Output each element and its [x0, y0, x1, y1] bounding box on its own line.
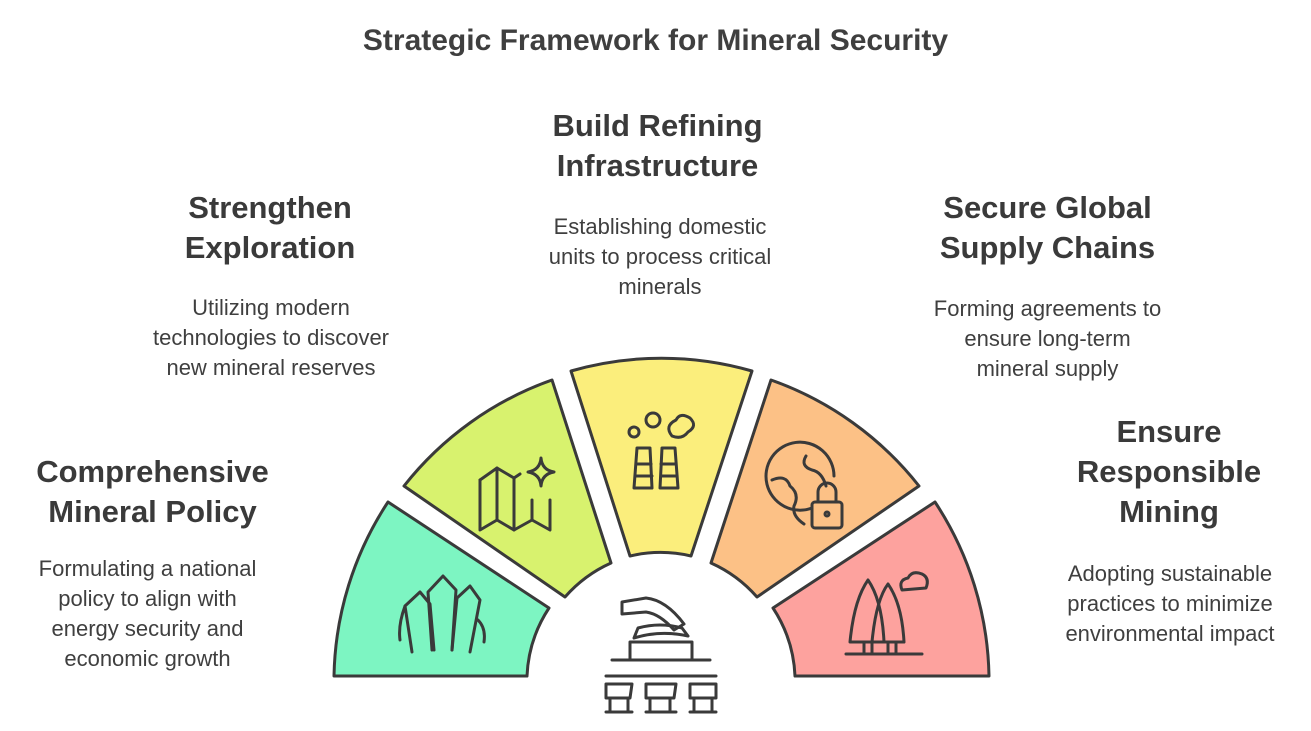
segment-mining: [771, 500, 991, 678]
segment-policy: [332, 500, 551, 678]
supply-description: Forming agreements to ensure long-term m…: [933, 296, 1162, 381]
refining-description: Establishing domestic units to process c…: [548, 214, 772, 299]
map-sparkle-icon: [478, 456, 556, 532]
segment-exploration: [402, 378, 613, 599]
supply-heading: Secure Global Supply Chains: [939, 190, 1156, 265]
crystals-icon: [398, 574, 486, 654]
policy-heading: Comprehensive Mineral Policy: [36, 454, 269, 529]
segment-supply: [709, 378, 921, 599]
trees-cloud-icon: [844, 571, 929, 656]
refining-heading: Build Refining Infrastructure: [552, 108, 763, 183]
exploration-description: Utilizing modern technologies to discove…: [152, 295, 390, 380]
policy-description: Formulating a national policy to align w…: [38, 556, 257, 671]
mining-description: Adopting sustainable practices to minimi…: [1065, 561, 1275, 646]
diagram-title: Strategic Framework for Mineral Security: [362, 24, 949, 57]
globe-lock-icon: [764, 440, 844, 530]
mining-heading: Ensure Responsible Mining: [1076, 414, 1262, 529]
mining-excavator-icon: [604, 596, 718, 714]
factory-chimneys-icon: [627, 411, 695, 490]
exploration-heading: Strengthen Exploration: [184, 190, 356, 265]
